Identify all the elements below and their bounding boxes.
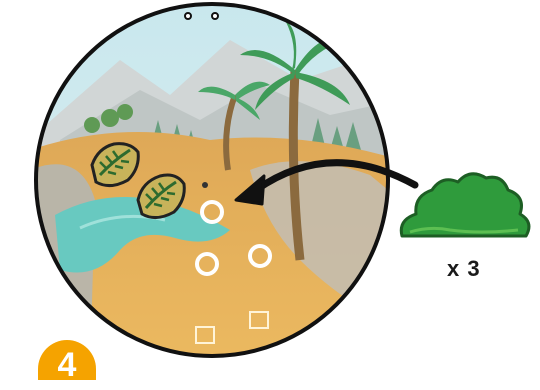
bush-quantity-label: x 3: [447, 256, 481, 282]
bush-token-icon: [401, 174, 529, 236]
game-board-illustration: [0, 0, 540, 369]
